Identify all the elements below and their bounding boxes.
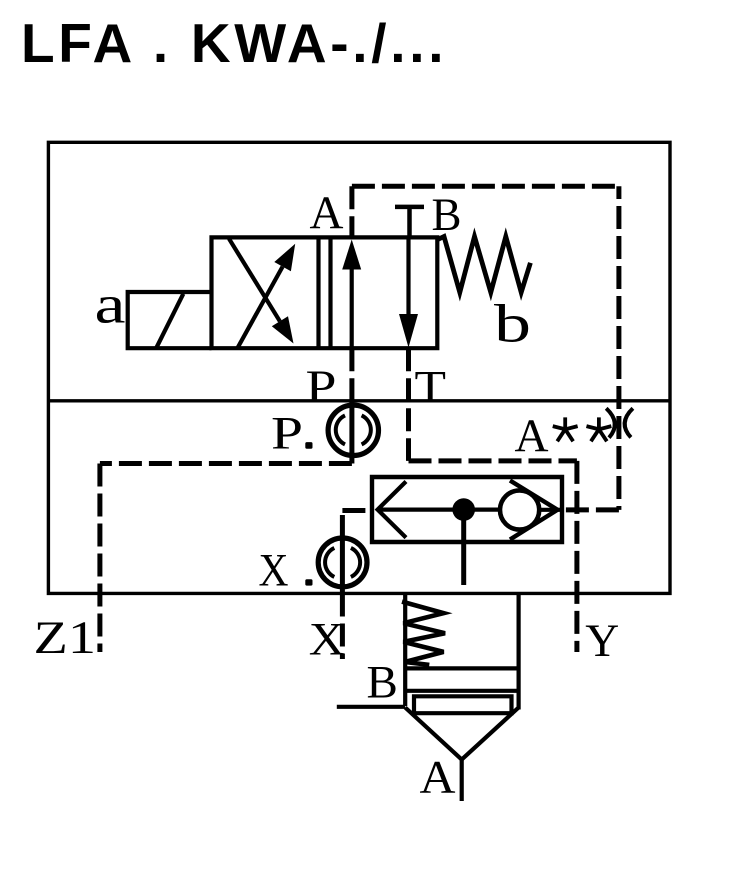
svg-text:a: a bbox=[95, 275, 126, 335]
svg-text:X: X bbox=[309, 614, 345, 666]
svg-text:A: A bbox=[420, 752, 456, 804]
svg-text:B: B bbox=[432, 189, 462, 241]
svg-text:b: b bbox=[494, 294, 531, 354]
svg-text:P: P bbox=[271, 408, 303, 460]
svg-text:X: X bbox=[259, 545, 289, 597]
svg-text:P: P bbox=[306, 361, 337, 413]
svg-text:A: A bbox=[515, 410, 549, 462]
svg-text:Y: Y bbox=[585, 615, 619, 667]
svg-text:T: T bbox=[415, 362, 447, 414]
svg-text:A: A bbox=[310, 187, 344, 239]
svg-text:Z1: Z1 bbox=[34, 612, 97, 664]
svg-text:LFA . KWA-./...: LFA . KWA-./... bbox=[21, 12, 447, 74]
svg-text:B: B bbox=[367, 657, 398, 709]
